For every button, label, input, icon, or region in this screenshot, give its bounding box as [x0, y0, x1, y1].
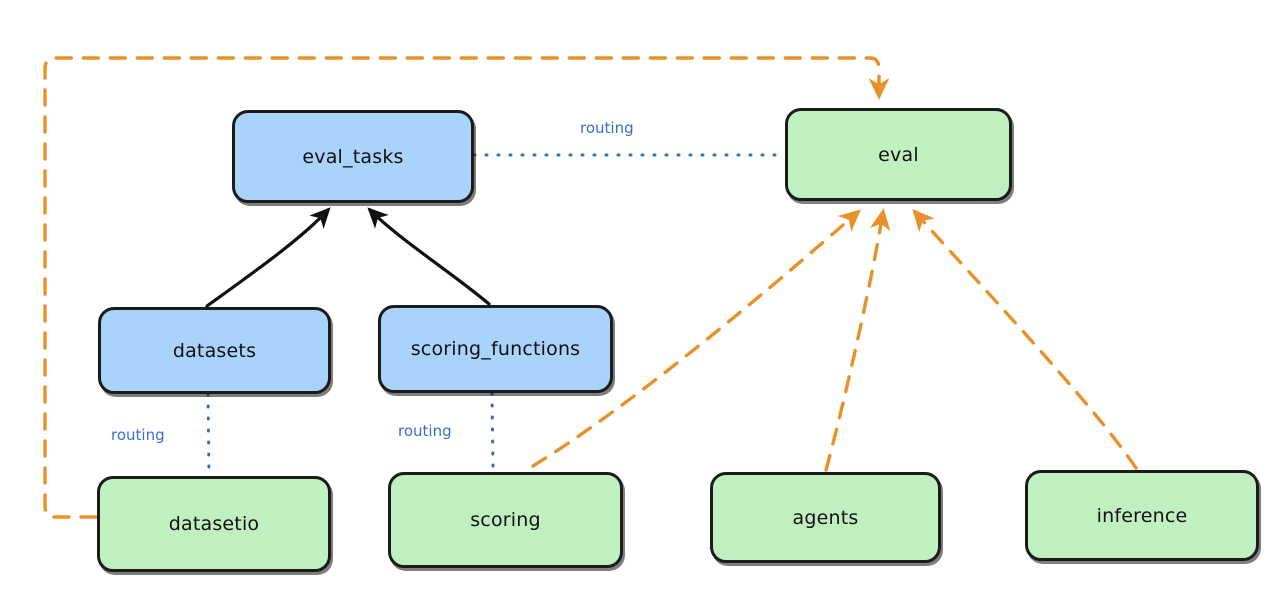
edge-label-routing-datasets-datasetio: routing [111, 426, 165, 444]
node-scoring-label: scoring [470, 509, 541, 531]
edge-scoring_functions-to-eval_tasks [367, 207, 491, 306]
edge-label-routing-eval_tasks-eval: routing [580, 119, 634, 137]
node-datasetio-label: datasetio [168, 513, 260, 535]
edge-scoring_functions-to-scoring [490, 391, 495, 473]
node-eval-label: eval [878, 143, 919, 166]
edge-datasets-to-datasetio [206, 392, 211, 477]
node-eval_tasks[interactable]: eval_tasks [232, 110, 474, 203]
edge-agents-to-eval [824, 208, 891, 472]
edge-inference-to-eval [912, 209, 1138, 470]
node-scoring_functions[interactable]: scoring_functions [378, 305, 613, 393]
node-inference-label: inference [1096, 504, 1188, 527]
node-inference[interactable]: inference [1025, 470, 1259, 561]
node-datasets-label: datasets [172, 339, 257, 362]
node-eval[interactable]: eval [785, 108, 1012, 201]
node-datasets[interactable]: datasets [98, 307, 331, 394]
node-eval_tasks-label: eval_tasks [302, 145, 404, 168]
node-datasetio[interactable]: datasetio [97, 476, 331, 572]
node-agents[interactable]: agents [710, 472, 941, 563]
node-scoring[interactable]: scoring [388, 472, 623, 568]
edge-scoring-to-eval [531, 209, 861, 468]
edge-label-routing-scoring_functions-scoring: routing [398, 422, 452, 440]
node-agents-label: agents [792, 506, 859, 529]
node-scoring_functions-label: scoring_functions [410, 338, 581, 360]
edge-datasetio-to-eval [43, 56, 890, 519]
edge-datasets-to-eval_tasks [205, 207, 331, 308]
